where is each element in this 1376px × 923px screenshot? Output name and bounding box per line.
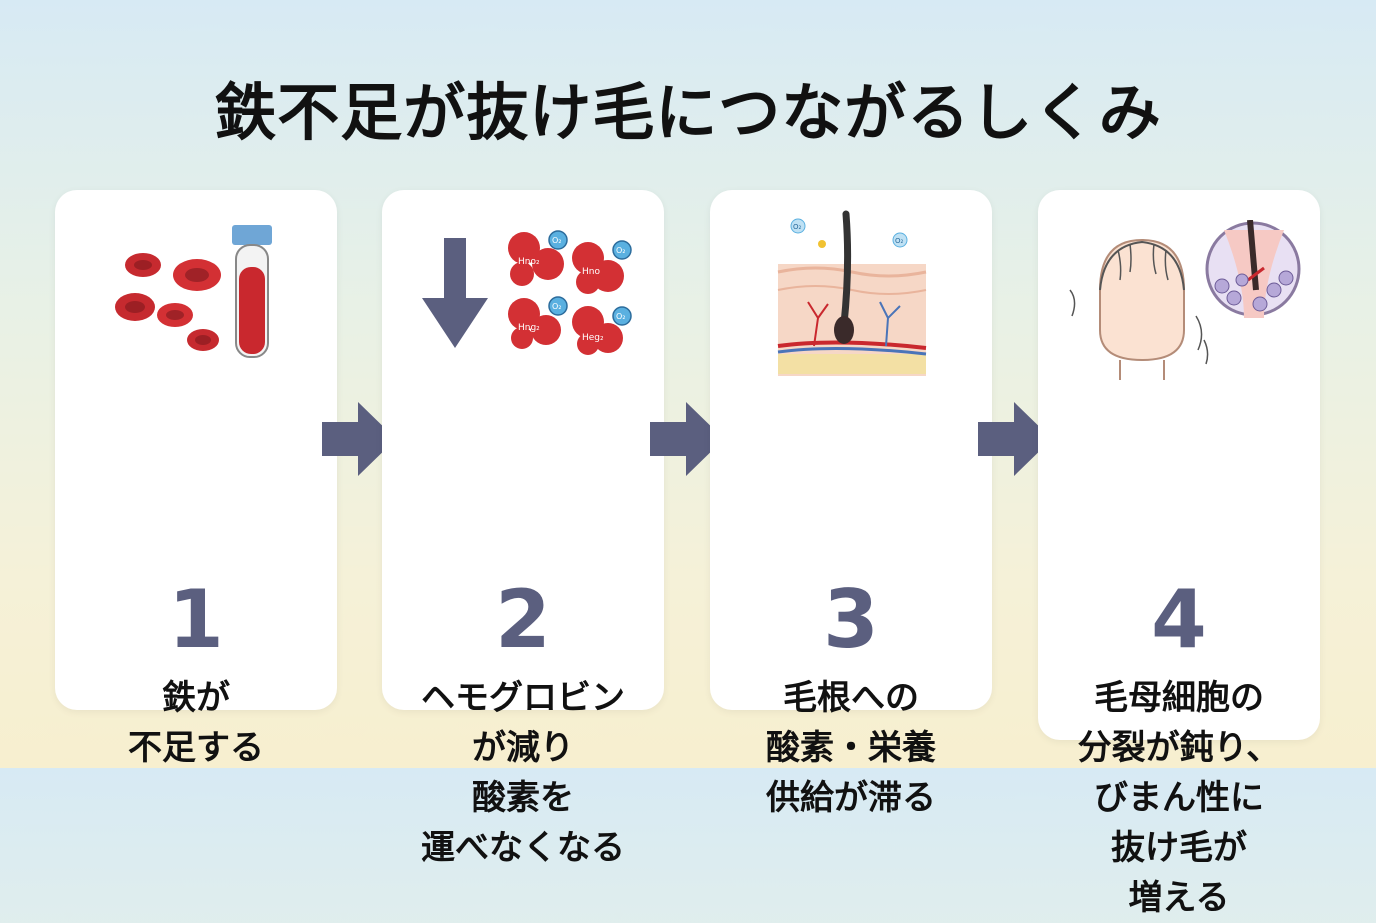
step-number: 1 xyxy=(168,573,224,666)
o2-label: O₂ xyxy=(793,223,802,231)
hair-root-skin-icon: O₂ O₂ xyxy=(777,210,927,376)
step-card-4: 4 毛母細胞の 分裂が鈍り、 びまん性に 抜け毛が 増える xyxy=(1038,190,1320,918)
thinning-hair-head-icon xyxy=(1069,238,1209,380)
step-description: 毛根への 酸素・栄養 供給が滞る xyxy=(766,678,936,818)
step-card-2: Hno₂ Hno Hng₂ Heg₂ O₂ O₂ O₂ O₂ 2 ヘモグロビン … xyxy=(382,190,664,868)
molecule-label: Heg₂ xyxy=(582,333,604,343)
step-number: 4 xyxy=(1151,573,1207,666)
step-description: 毛母細胞の 分裂が鈍り、 びまん性に 抜け毛が 増える xyxy=(1077,678,1281,918)
o2-label: O₂ xyxy=(552,302,562,311)
molecule-label: Hng₂ xyxy=(518,323,540,333)
step-number: 2 xyxy=(495,573,551,666)
step-description: ヘモグロビン が減り 酸素を 運べなくなる xyxy=(421,678,625,868)
blood-test-tube-icon xyxy=(232,225,272,358)
right-arrow-icon xyxy=(322,402,396,476)
right-arrow-icon xyxy=(650,402,724,476)
o2-label: O₂ xyxy=(895,237,904,245)
right-arrow-icon xyxy=(978,402,1052,476)
o2-label: O₂ xyxy=(616,246,626,255)
molecule-label: Hno xyxy=(582,267,600,277)
down-arrow-icon xyxy=(422,238,488,348)
molecule-label: Hno₂ xyxy=(518,257,540,267)
red-blood-cells-icon xyxy=(115,253,221,351)
step-card-3: O₂ O₂ 3 毛根への 酸素・栄養 供給が滞る xyxy=(710,190,992,818)
step-description: 鉄が 不足する xyxy=(128,678,264,768)
follicle-cells-icon xyxy=(1205,220,1301,318)
step-number: 3 xyxy=(823,573,879,666)
page-title: 鉄不足が抜け毛につながるしくみ xyxy=(214,76,1162,149)
step-card-1: 1 鉄が 不足する xyxy=(55,190,337,768)
hemoglobin-molecule-icon: Hno₂ Hno Hng₂ Heg₂ O₂ O₂ O₂ O₂ xyxy=(508,230,632,355)
o2-label: O₂ xyxy=(552,236,562,245)
o2-label: O₂ xyxy=(616,312,626,321)
